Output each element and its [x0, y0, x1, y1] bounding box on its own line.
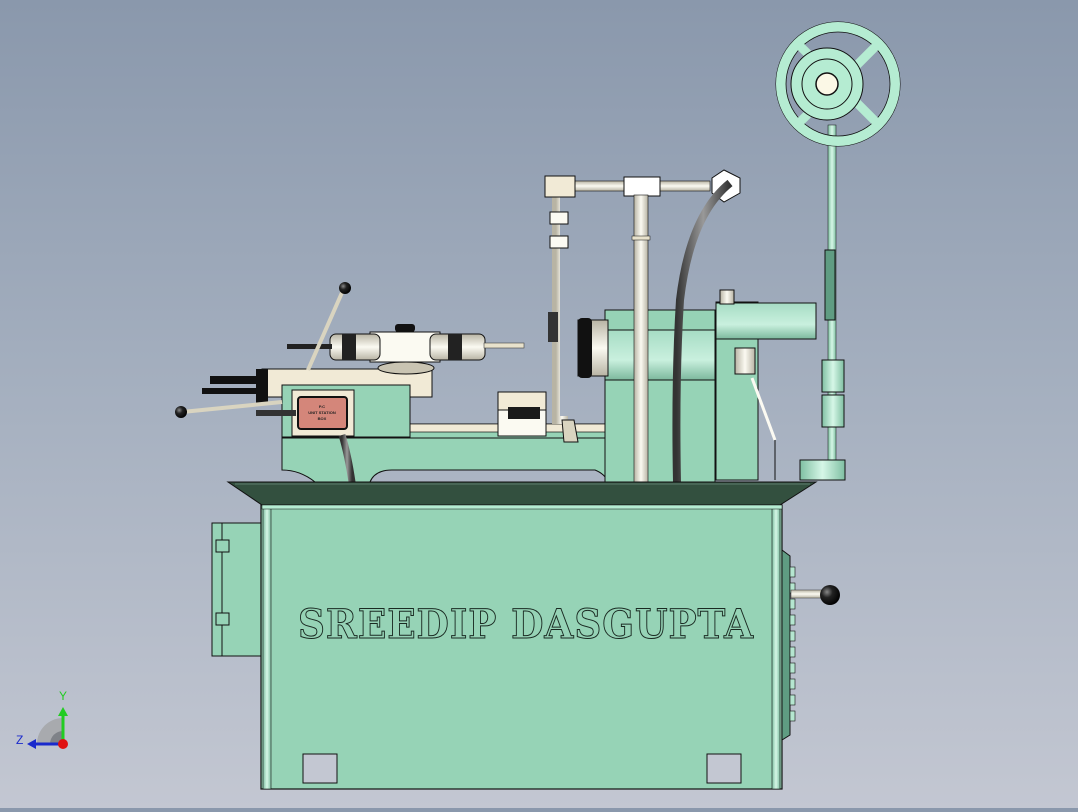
drill-unit[interactable]: P.C UNIT STATION BOX: [202, 368, 433, 438]
drill-turret[interactable]: [287, 324, 525, 375]
clamp-block: [497, 391, 547, 437]
lever-knob-icon: [820, 585, 840, 605]
svg-text:P.C: P.C: [319, 404, 325, 409]
svg-text:BOX: BOX: [318, 416, 327, 421]
y-axis-label: Y: [59, 689, 67, 703]
handwheel-column[interactable]: [799, 124, 846, 481]
floor-opening-right: [706, 753, 742, 784]
hub-icon: [815, 72, 839, 96]
drill-bit-right: [483, 342, 525, 349]
x-axis-icon: [58, 739, 68, 749]
feed-lever-lower[interactable]: [175, 400, 283, 418]
headstock: [548, 309, 716, 483]
lever-knob-icon: [175, 406, 187, 418]
coolant-pipe: [549, 195, 579, 443]
handwheel[interactable]: [775, 21, 901, 147]
lever-knob-icon: [339, 282, 351, 294]
right-gear-panel: [781, 549, 796, 741]
cabinet-stencil-text: SREEDIP DASGUPTA: [298, 601, 754, 648]
chip-tray: [226, 481, 818, 510]
motor: [715, 289, 817, 481]
side-door[interactable]: [211, 522, 263, 657]
machine-cabinet[interactable]: SREEDIP DASGUPTA: [211, 504, 783, 790]
coolant-hose: [672, 179, 733, 483]
view-orientation-triad[interactable]: Y Z: [16, 689, 68, 749]
cabinet-lever[interactable]: [790, 585, 840, 605]
control-plate: P.C UNIT STATION BOX: [297, 396, 348, 430]
svg-text:UNIT STATION: UNIT STATION: [308, 410, 336, 415]
floor-opening-left: [302, 753, 338, 784]
feed-lever-upper[interactable]: [306, 282, 351, 371]
z-axis-label: Z: [16, 733, 23, 747]
drill-bit-left: [287, 344, 332, 349]
